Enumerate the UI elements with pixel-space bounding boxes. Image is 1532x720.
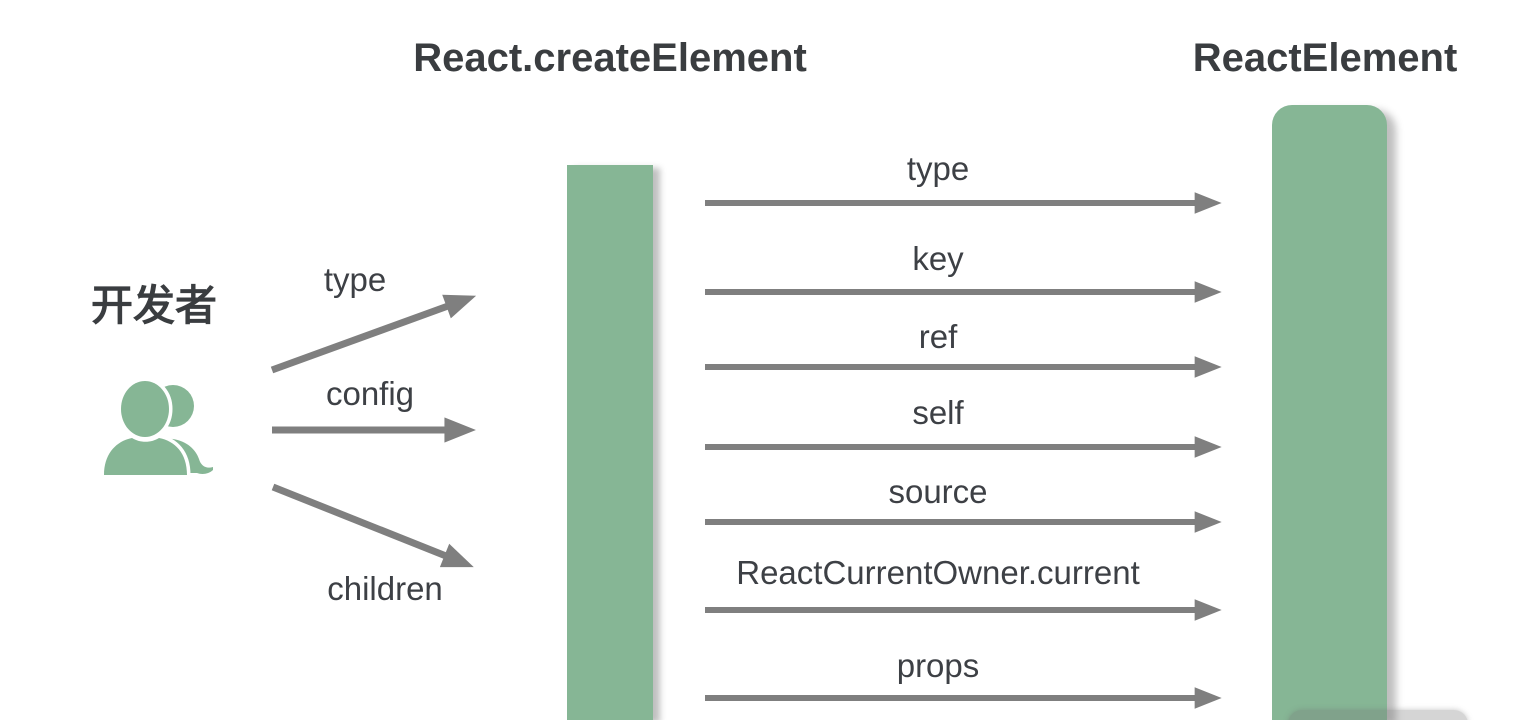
title-react-element: ReactElement bbox=[1192, 36, 1458, 80]
react-element-bar bbox=[1272, 105, 1387, 720]
field-label-key: key bbox=[912, 240, 964, 277]
field-label-ref: ref bbox=[918, 318, 958, 355]
field-label-self: self bbox=[912, 394, 964, 431]
people-icon bbox=[103, 381, 213, 475]
input-label-children: children bbox=[327, 570, 443, 607]
create-element-bar bbox=[567, 165, 653, 720]
title-create-element: React.createElement bbox=[413, 36, 807, 80]
input-label-config: config bbox=[325, 375, 415, 412]
field-label-props: props bbox=[896, 647, 980, 684]
arrow-input-children bbox=[271, 483, 474, 568]
next-element-edge bbox=[1288, 710, 1468, 720]
input-label-type: type bbox=[323, 261, 387, 298]
field-label-react-current-owner: ReactCurrentOwner.current bbox=[736, 554, 1140, 591]
arrow-input-type bbox=[270, 294, 477, 374]
field-label-source: source bbox=[888, 473, 988, 510]
field-label-type: type bbox=[906, 150, 970, 187]
developer-label: 开发者 bbox=[90, 282, 218, 329]
